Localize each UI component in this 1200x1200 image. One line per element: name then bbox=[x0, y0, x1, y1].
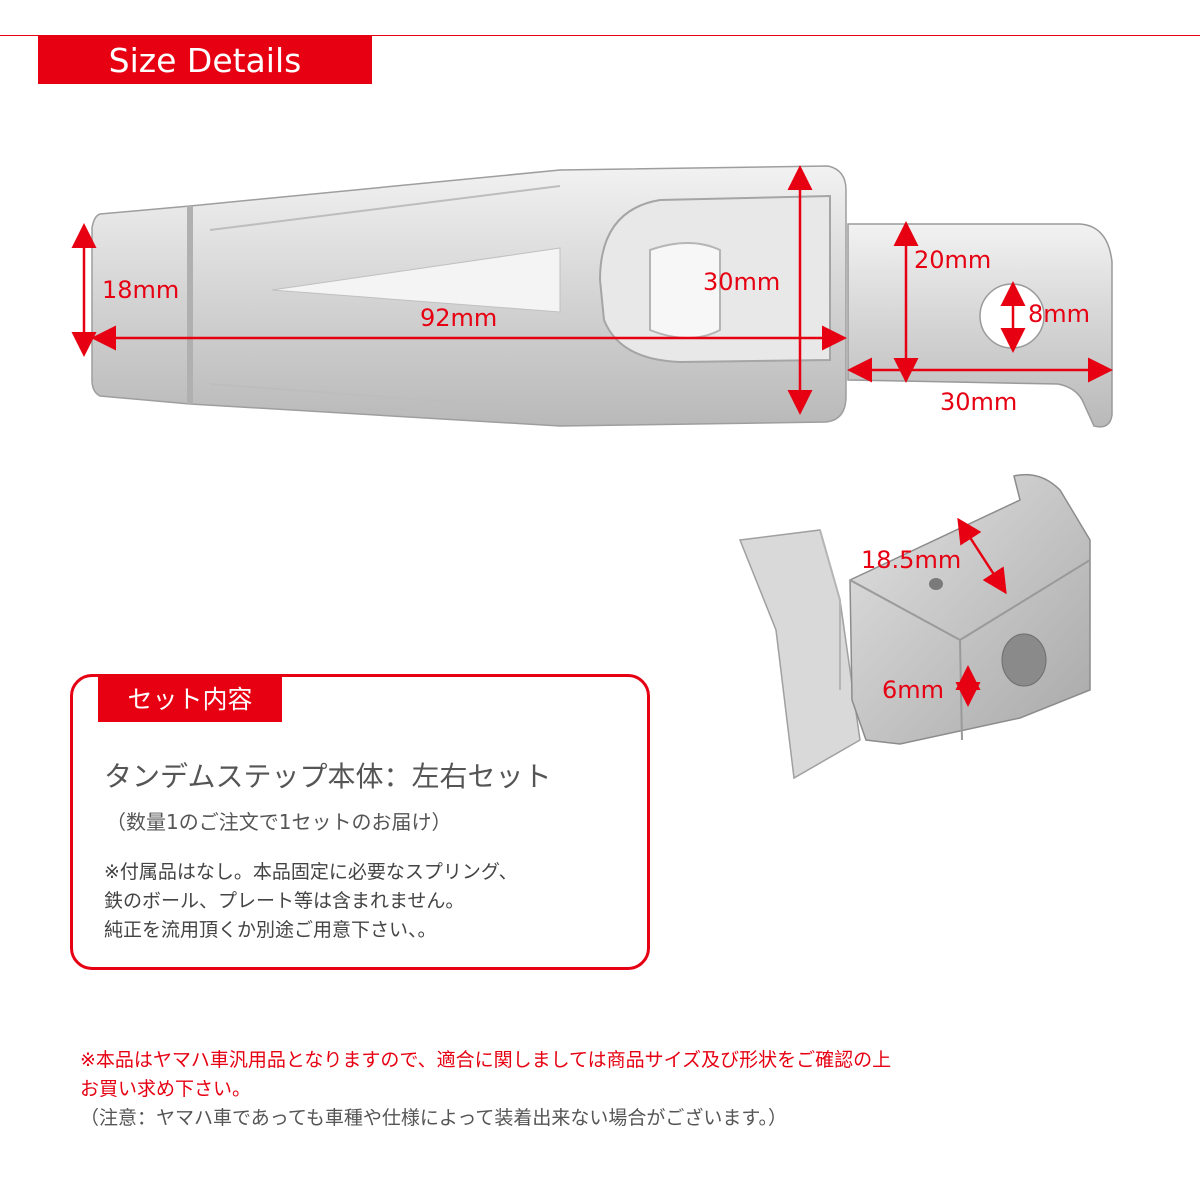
accessories-note-line: ※付属品はなし。本品固定に必要なスプリング、 bbox=[104, 861, 518, 883]
dim-30mm-body-label: 30mm bbox=[703, 268, 781, 296]
set-contents-quantity: （数量1のご注文で1セットのお届け） bbox=[106, 810, 452, 834]
dim-92mm-label: 92mm bbox=[420, 304, 498, 332]
accessories-note-line: 鉄のボール、プレート等は含まれません。 bbox=[104, 890, 465, 912]
dim-20mm-label: 20mm bbox=[914, 246, 992, 274]
dimension-lines bbox=[71, 165, 1113, 415]
dim-18-5mm-label: 18.5mm bbox=[861, 546, 962, 574]
bracket-dimension-lines bbox=[955, 517, 1007, 707]
accessories-note: ※付属品はなし。本品固定に必要なスプリング、 鉄のボール、プレート等は含まれませ… bbox=[104, 858, 518, 945]
footer-notice: ※本品はヤマハ車汎用品となりますので、適合に関しましては商品サイズ及び形状をご確… bbox=[80, 1046, 891, 1133]
footpeg-top-view bbox=[91, 165, 1113, 428]
dim-18mm-label: 18mm bbox=[102, 276, 180, 304]
dim-30mm-tab-label: 30mm bbox=[940, 388, 1018, 416]
dim-18-5mm-arrow bbox=[957, 517, 1007, 595]
size-details-header: Size Details bbox=[38, 36, 372, 84]
compatibility-warning-line: お買い求め下さい。 bbox=[80, 1078, 252, 1100]
dim-6mm-label: 6mm bbox=[882, 676, 945, 704]
dim-8mm-label: 8mm bbox=[1028, 300, 1091, 328]
set-contents-main: タンデムステップ本体：左右セット bbox=[104, 760, 552, 793]
set-contents-box bbox=[70, 674, 650, 970]
set-contents-tab: セット内容 bbox=[98, 674, 282, 722]
accessories-note-line: 純正を流用頂くか別途ご用意下さい、。 bbox=[104, 919, 437, 941]
compatibility-warning-line: ※本品はヤマハ車汎用品となりますので、適合に関しましては商品サイズ及び形状をご確… bbox=[80, 1049, 892, 1071]
top-rule bbox=[0, 35, 1200, 36]
compatibility-caution: （注意：ヤマハ車であっても車種や仕様によって装着出来ない場合がございます。） bbox=[80, 1107, 787, 1129]
bracket-detail-view bbox=[738, 473, 1091, 780]
